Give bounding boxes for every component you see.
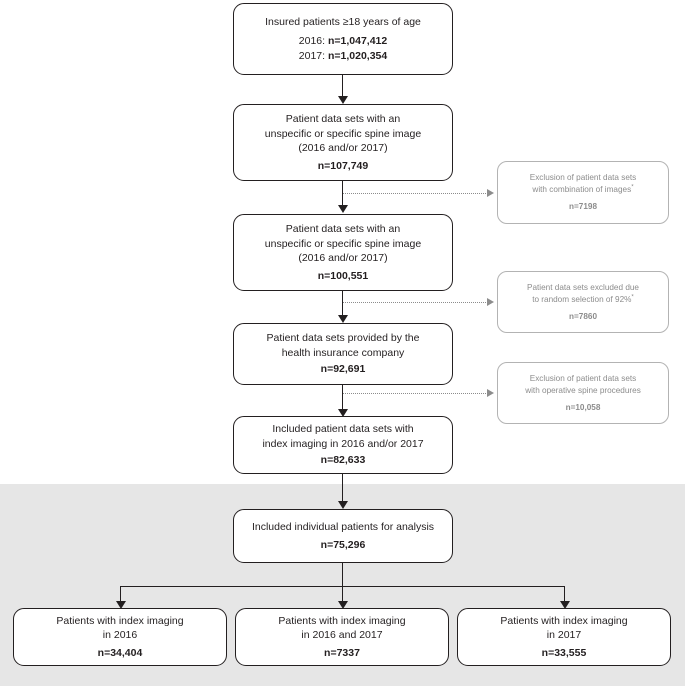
node-outcome-2016-and-2017: Patients with index imaging in 2016 and … <box>235 608 449 666</box>
node-spine-image-second: Patient data sets with an unspecific or … <box>233 214 453 291</box>
node-spine2-value: n=100,551 <box>317 269 369 282</box>
connector-analysis-stem <box>342 563 344 587</box>
excl2-value: n=7860 <box>569 311 597 321</box>
node-included-line-1: Included patient data sets with <box>272 423 414 436</box>
node-exclusion-random-selection: Patient data sets excluded due to random… <box>497 271 669 333</box>
outcome3-value: n=33,555 <box>541 646 587 659</box>
excl1-line-1: Exclusion of patient data sets <box>529 173 637 182</box>
outcome3-line-1: Patients with index imaging <box>500 614 628 627</box>
node-insured-stat-2017: 2017: n=1,020,354 <box>298 49 388 62</box>
node-analysis-value: n=75,296 <box>320 538 366 551</box>
dotted-connector-exclusion-1 <box>343 193 488 194</box>
outcome1-line-2: in 2016 <box>102 629 138 642</box>
connector-branch-left <box>120 586 122 604</box>
node-spine-image-first: Patient data sets with an unspecific or … <box>233 104 453 181</box>
node-spine1-value: n=107,749 <box>317 159 369 172</box>
excl3-value: n=10,058 <box>565 402 601 412</box>
arrowhead-outcome-both <box>337 601 348 609</box>
node-provided-by-insurer: Patient data sets provided by the health… <box>233 323 453 385</box>
node-spine1-line-1: Patient data sets with an <box>285 113 401 125</box>
connector-insurer-to-included <box>342 385 344 414</box>
node-outcome-2016: Patients with index imaging in 2016 n=34… <box>13 608 227 666</box>
node-insurer-line-2: health insurance company <box>281 346 405 359</box>
node-included-line-2: index imaging in 2016 and/or 2017 <box>262 437 424 450</box>
outcome2-line-2: in 2016 and 2017 <box>301 629 383 642</box>
connector-spine1-to-spine2 <box>342 181 344 210</box>
node-insurer-value: n=92,691 <box>320 363 366 376</box>
node-exclusion-operative-procedures: Exclusion of patient data sets with oper… <box>497 362 669 424</box>
node-spine2-line-3: (2016 and/or 2017) <box>298 252 388 264</box>
node-included-value: n=82,633 <box>320 454 366 467</box>
dotted-connector-exclusion-3 <box>343 393 488 394</box>
connector-branch-right <box>564 586 566 604</box>
arrowhead-spine1 <box>337 96 348 104</box>
arrowhead-insurer <box>337 315 348 323</box>
outcome2-line-1: Patients with index imaging <box>278 614 406 627</box>
arrowhead-outcome-2017 <box>559 601 570 609</box>
arrowhead-exclusion-1 <box>487 188 494 197</box>
node-insured-stat-2016: 2016: n=1,047,412 <box>298 35 388 48</box>
arrowhead-exclusion-3 <box>487 388 494 397</box>
excl2-superscript: * <box>631 292 634 300</box>
excl1-line-2: with combination of images* <box>532 183 634 194</box>
node-spine2-line-2: unspecific or specific spine image <box>264 237 422 250</box>
node-included-individuals: Included individual patients for analysi… <box>233 509 453 563</box>
excl3-line-2: with operative spine procedures <box>525 385 641 395</box>
node-analysis-line-1: Included individual patients for analysi… <box>251 521 435 533</box>
node-spine2-line-1: Patient data sets with an <box>285 223 401 235</box>
node-exclusion-combination-images: Exclusion of patient data sets with comb… <box>497 161 669 224</box>
connector-spine2-to-insurer <box>342 291 344 320</box>
outcome2-value: n=7337 <box>324 646 360 659</box>
node-spine1-line-2: unspecific or specific spine image <box>264 127 422 140</box>
node-insured-line-1: Insured patients ≥18 years of age <box>265 15 421 28</box>
excl1-value: n=7198 <box>569 202 597 211</box>
node-included-datasets: Included patient data sets with index im… <box>233 416 453 474</box>
arrowhead-analysis <box>337 501 348 509</box>
arrowhead-outcome-2016 <box>115 601 126 609</box>
excl3-line-1: Exclusion of patient data sets <box>529 373 637 383</box>
node-outcome-2017: Patients with index imaging in 2017 n=33… <box>457 608 671 666</box>
excl2-line-2: to random selection of 92%* <box>532 292 634 304</box>
node-insured-patients: Insured patients ≥18 years of age 2016: … <box>233 3 453 75</box>
excl1-superscript: * <box>631 183 634 191</box>
excl2-line-1: Patient data sets excluded due <box>527 282 639 292</box>
arrowhead-spine2 <box>337 205 348 213</box>
arrowhead-exclusion-2 <box>487 297 494 306</box>
connector-branch-center <box>342 586 344 604</box>
dotted-connector-exclusion-2 <box>343 302 488 303</box>
node-insurer-line-1: Patient data sets provided by the <box>266 332 420 345</box>
arrowhead-included-datasets <box>337 409 348 417</box>
outcome1-value: n=34,404 <box>97 646 143 659</box>
node-spine1-line-3: (2016 and/or 2017) <box>298 142 388 154</box>
outcome1-line-1: Patients with index imaging <box>56 614 184 627</box>
connector-included-to-analysis <box>342 474 344 506</box>
connector-insured-to-spine1 <box>342 75 344 100</box>
outcome3-line-2: in 2017 <box>546 629 582 642</box>
